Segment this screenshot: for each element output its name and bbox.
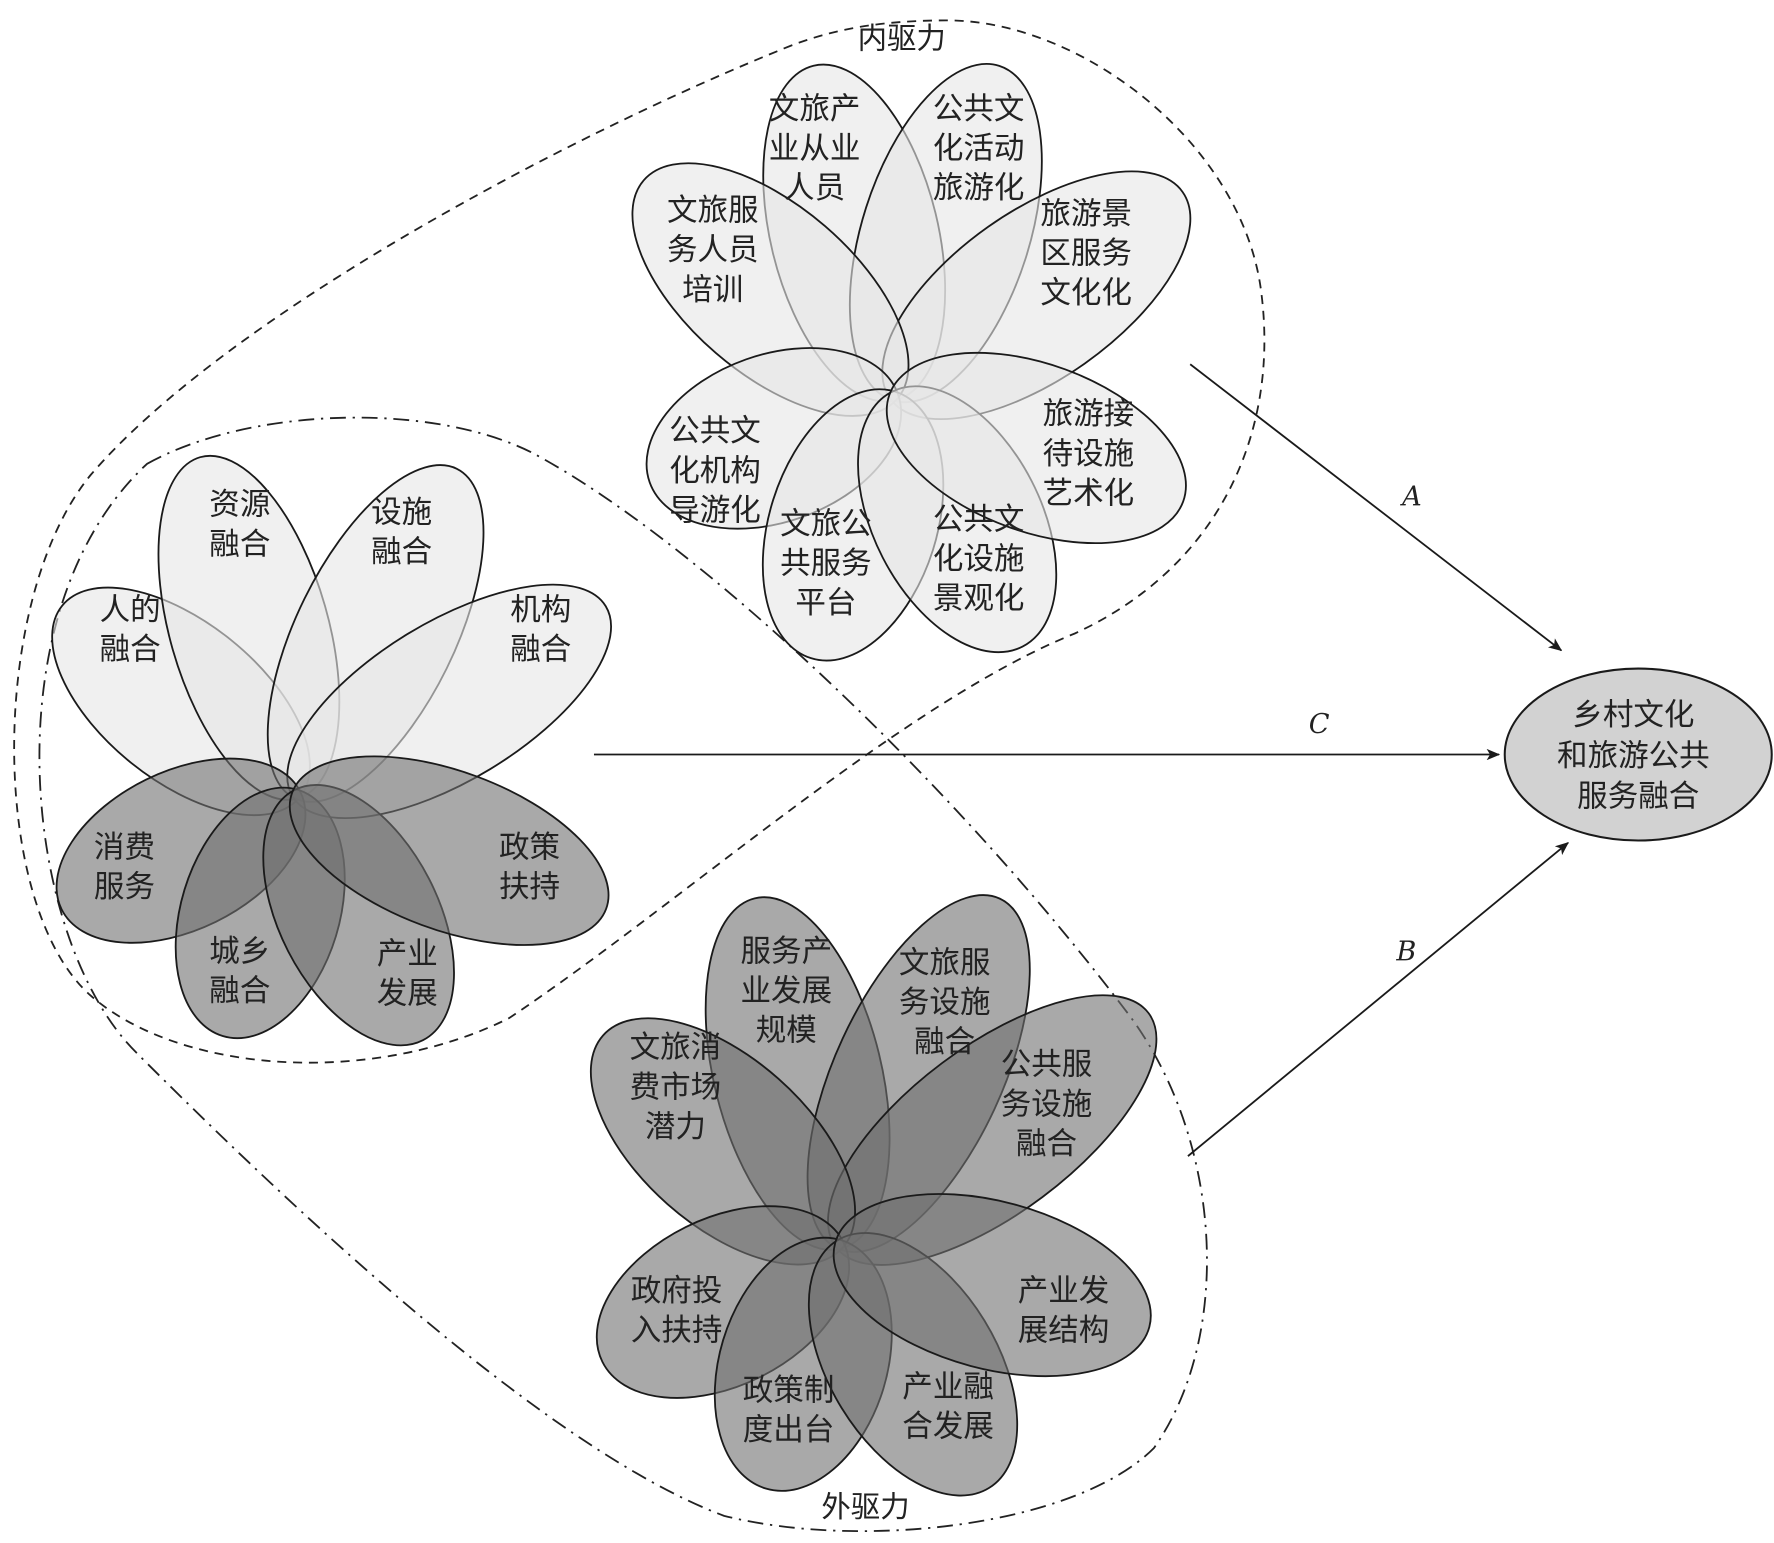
target-node: [1503, 667, 1773, 842]
target-label: 乡村文化 和旅游公共 服务融合: [1557, 698, 1719, 814]
petal-label: 产业发展结构: [1018, 1274, 1110, 1349]
petal-label: 机构融合: [510, 593, 571, 668]
petal-label: 文旅公共服务平台: [780, 507, 872, 621]
outer-drive-flower: [589, 894, 1158, 1497]
petal-label: 产业发展: [377, 937, 438, 1012]
petal-label: 服务产业发展规模: [741, 935, 833, 1049]
petal-label: 公共文化机构导游化: [669, 414, 761, 528]
petal-label: 政策扶持: [499, 830, 560, 905]
petal-label: 文旅服务设施融合: [899, 946, 991, 1060]
inner-drive-flower: [631, 62, 1192, 662]
petal-label: 人的融合: [100, 593, 161, 668]
petal-label: 政策制度出台: [743, 1373, 835, 1448]
petal-label: 旅游景区服务文化化: [1040, 197, 1132, 311]
petal-label: 文旅消费市场潜力: [630, 1031, 722, 1145]
arrow-b: [1187, 842, 1569, 1157]
petal-label: 文旅产业从业人员: [769, 92, 861, 206]
petal-label: 消费服务: [94, 830, 155, 905]
inner-drive-heading: 内驱力: [858, 22, 946, 56]
petal-label: 公共文化活动旅游化: [933, 92, 1025, 206]
arrow-b-label: B: [1395, 936, 1416, 967]
arrow-a-label: A: [1399, 482, 1422, 513]
petal-label: 公共服务设施融合: [1001, 1048, 1093, 1162]
petal-label: 城乡融合: [209, 935, 270, 1010]
arrow-a: [1189, 363, 1563, 652]
outer-drive-heading: 外驱力: [821, 1490, 909, 1524]
petal-label: 旅游接待设施艺术化: [1043, 397, 1135, 511]
petal-label: 产业融合发展: [902, 1370, 994, 1445]
petal-label: 政府投入扶持: [631, 1274, 723, 1349]
bottom-flower-petal: [832, 1193, 1152, 1378]
top-flower-petal: [885, 351, 1187, 545]
inner-drive-boundary: [13, 19, 1266, 1064]
left-flower-petal: [288, 755, 610, 946]
arrow-c-label: C: [1309, 709, 1330, 740]
combined-drive-flower: [51, 454, 612, 1047]
petal-label: 资源融合: [209, 488, 270, 563]
petal-label: 设施融合: [371, 496, 432, 571]
petal-label: 文旅服务人员培训: [667, 194, 759, 308]
petal-label: 公共文化设施景观化: [933, 502, 1025, 616]
